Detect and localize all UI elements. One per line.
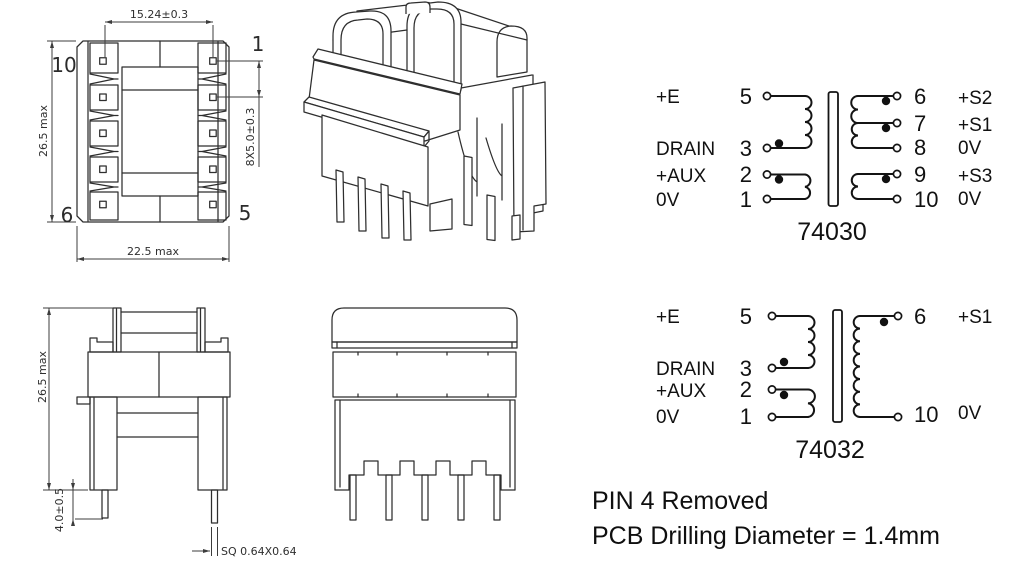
pin-function-label: 0V	[656, 407, 680, 428]
dimension-front-height: 26.5 max	[36, 307, 113, 491]
pin-number: 1	[740, 404, 752, 429]
core-symbol-74030	[827, 91, 839, 207]
schematic-74030-windings	[762, 91, 902, 207]
dimension-body-height: 26.5 max	[37, 40, 76, 223]
pin-number: 6	[914, 84, 926, 109]
dim-pin-span-text: 15.24±0.3	[130, 8, 188, 21]
dim-pin-length-text: 4.0±0.5	[53, 488, 66, 532]
dim-pin-square-text: SQ 0.64X0.64	[221, 545, 297, 558]
pin-number: 2	[740, 162, 752, 187]
dim-front-height-text: 26.5 max	[36, 351, 49, 403]
schematic-74032-right-labels: 6 10 +S1 0V	[914, 304, 992, 427]
pin-function-label: +S1	[958, 307, 992, 328]
dim-body-width-text: 22.5 max	[127, 245, 179, 258]
top-view-corner-pin-numbers: 10 1 6 5	[51, 32, 264, 227]
top-view-pin-holes	[99, 57, 217, 209]
dim-pin-pitch-text: 8X5.0±0.3	[244, 108, 257, 167]
dimension-body-width: 22.5 max	[76, 226, 230, 262]
pin-function-label: +S2	[958, 88, 992, 109]
pin-number: 3	[740, 356, 752, 381]
top-view-drawing: 15.24±0.3 26.5 max 8X5.0±0.3 22.5 max 10…	[37, 8, 264, 262]
iso-bobbin-body	[303, 48, 547, 242]
pin-number: 7	[914, 111, 926, 136]
corner-pin-1: 1	[252, 32, 265, 56]
schematic-74032-title: 74032	[795, 436, 865, 464]
dimension-pin-span: 15.24±0.3	[104, 8, 214, 57]
dimension-pin-square: SQ 0.64X0.64	[192, 527, 297, 558]
schematic-74030-title: 74030	[797, 218, 867, 246]
pin-function-label: +AUX	[656, 166, 706, 187]
pin-function-label: +E	[656, 87, 680, 108]
pin-number: 10	[914, 402, 938, 427]
pin-number: 6	[914, 304, 926, 329]
isometric-view-drawing	[303, 1, 547, 242]
schematic-74030-left-labels: +E DRAIN +AUX 0V 5 3 2 1	[656, 84, 752, 212]
schematic-74030: +E DRAIN +AUX 0V 5 3 2 1 6 7 8 9 10 +S2 …	[656, 84, 992, 246]
pin-number: 5	[740, 304, 752, 329]
pin-function-label: DRAIN	[656, 139, 715, 160]
pin-number: 10	[914, 187, 938, 212]
note-pcb-drilling: PCB Drilling Diameter = 1.4mm	[592, 522, 941, 550]
dim-body-height-text: 26.5 max	[37, 105, 50, 157]
pin-function-label: 0V	[958, 189, 982, 210]
front-view-drawing: 26.5 max 4.0±0.5 SQ 0.64X0.64	[36, 307, 297, 558]
corner-pin-5: 5	[239, 201, 252, 225]
pin-number: 5	[740, 84, 752, 109]
side-view-body	[331, 307, 518, 491]
pin-function-label: +AUX	[656, 381, 706, 402]
corner-pin-10: 10	[51, 53, 76, 77]
front-view-body	[76, 307, 231, 524]
pin-number: 9	[914, 162, 926, 187]
side-view-drawing	[331, 307, 518, 521]
schematic-74032-windings	[767, 309, 903, 423]
pin-number: 1	[740, 187, 752, 212]
footnotes: PIN 4 Removed PCB Drilling Diameter = 1.…	[592, 484, 940, 554]
dimension-pin-pitch: 8X5.0±0.3	[217, 60, 263, 167]
pin-number: 8	[914, 135, 926, 160]
dimension-pin-length: 4.0±0.5	[53, 479, 103, 532]
pin-function-label: 0V	[958, 403, 982, 424]
pin-number: 2	[740, 377, 752, 402]
pin-number: 3	[740, 136, 752, 161]
pin-function-label: +S1	[958, 115, 992, 136]
pin-function-label: 0V	[958, 138, 982, 159]
pin-function-label: +E	[656, 307, 680, 328]
pin-function-label: DRAIN	[656, 359, 715, 380]
schematic-74032: +E DRAIN +AUX 0V 5 3 2 1 6 10 +S1 0V 740…	[656, 304, 992, 464]
pin-function-label: +S3	[958, 166, 992, 187]
top-view-pin-pads	[89, 42, 227, 221]
schematic-74032-left-labels: +E DRAIN +AUX 0V 5 3 2 1	[656, 304, 752, 429]
corner-pin-6: 6	[61, 203, 74, 227]
pin-function-label: 0V	[656, 190, 680, 211]
top-view-body-outline	[76, 40, 230, 223]
schematic-74030-right-labels: 6 7 8 9 10 +S2 +S1 0V +S3 0V	[914, 84, 992, 212]
core-symbol-74032	[832, 309, 843, 423]
iso-pins	[335, 169, 521, 241]
note-pin-removed: PIN 4 Removed	[592, 487, 769, 515]
side-view-pins	[349, 474, 501, 521]
